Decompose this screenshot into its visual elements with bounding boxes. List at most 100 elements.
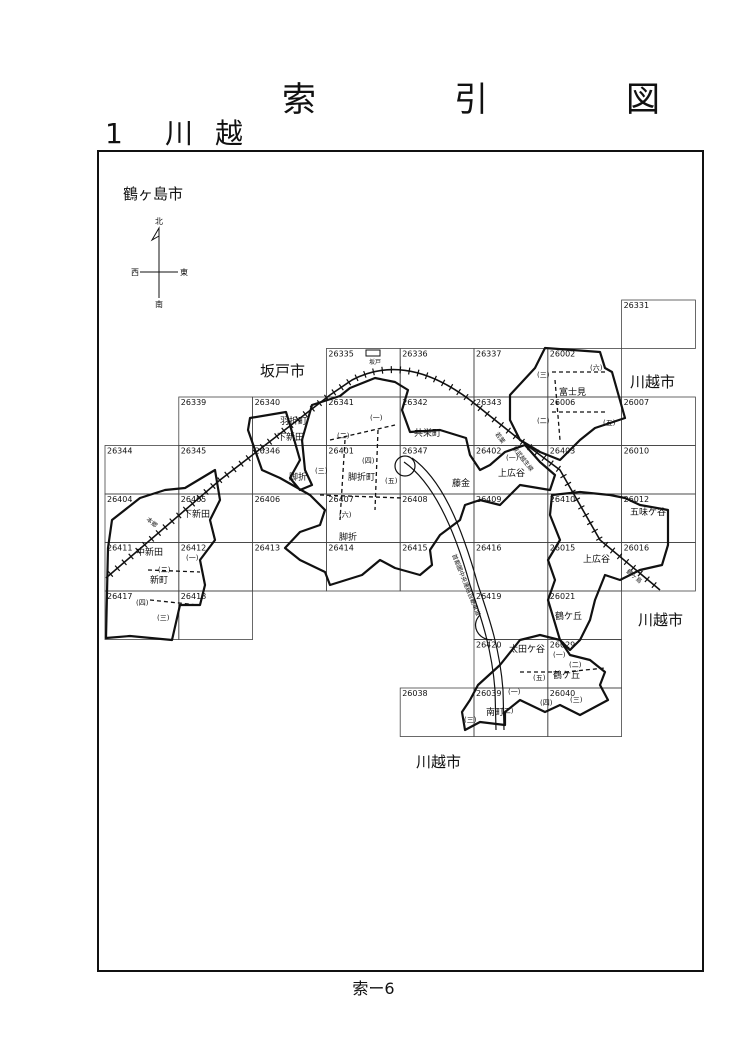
compass-south: 南 [155,299,163,309]
page-footer: 索ー6 [352,979,395,998]
boundary-east [546,490,670,652]
sheet-number: 26419 [476,592,501,601]
sheet-number: 26418 [181,592,206,601]
neighbor-city-kawagoe-e: 川越市 [638,611,683,629]
sheet-number: 26405 [181,495,206,504]
district-num: (二) [158,566,171,574]
sheet-number: 26404 [107,495,132,504]
station-label: 若葉 [493,431,506,445]
district-num: (一) [506,454,519,462]
sheet-number: 26012 [624,495,649,504]
neighbor-city-sakado: 坂戸市 [260,362,305,380]
sheet-number: 26038 [402,689,427,698]
sheet-number: 26401 [328,447,353,456]
station-label: 本郷 [145,515,159,529]
area-label: 五味ケ谷 [630,506,666,518]
district-num: (四) [540,699,553,707]
district-num: (二) [501,707,514,715]
district-num: (一) [508,688,521,696]
sheet-number: 26007 [624,398,649,407]
railway-tick-marks [107,366,657,589]
area-label: 脚折町 [348,471,375,483]
map-frame [97,150,704,972]
neighbor-city-kawagoe-ne: 川越市 [630,373,675,391]
boundary-northwest [246,376,557,587]
sheet-number: 26345 [181,447,206,456]
neighbor-city-kawagoe-s: 川越市 [416,753,461,771]
sheet-number: 26346 [255,447,280,456]
sheet-number: 26335 [328,350,353,359]
district-num: (三) [464,716,477,724]
sheet-number: 26402 [476,447,501,456]
page-title: 索 引 図 [282,80,712,120]
sheet-grid [104,299,696,737]
expressway [394,455,505,731]
sheet-number: 26016 [624,544,649,553]
sakado-station-icon [365,349,381,357]
section-name: 川越 [165,117,266,150]
sheet-number: 26403 [550,447,575,456]
area-label: 鶴ケ丘 [553,669,580,681]
railway-east-west [105,368,661,591]
station-label: 坂戸 [369,358,381,366]
map-sheet-26040 [547,687,622,737]
sheet-number: 26339 [181,398,206,407]
sheet-number: 26039 [476,689,501,698]
sheet-number: 26413 [255,544,280,553]
sheet-number: 26006 [550,398,575,407]
sheet-number: 26344 [107,447,132,456]
sheet-number: 26408 [402,495,427,504]
map-sheet-26418 [178,590,254,640]
sheet-number: 26331 [624,301,649,310]
sheet-number: 26337 [476,350,501,359]
sheet-number: 26409 [476,495,501,504]
area-label: 太田ケ谷 [509,643,545,655]
area-label: 鶴ケ丘 [555,610,582,622]
district-num: (三) [570,696,583,704]
sheet-number: 26417 [107,592,132,601]
district-num: (一) [370,414,383,422]
sheet-number: 26411 [107,544,132,553]
district-num: (五) [603,419,616,427]
sheet-number: 26336 [402,350,427,359]
sheet-number: 26347 [402,447,427,456]
sheet-number: 26010 [624,447,649,456]
area-label: 羽折町 [280,415,307,427]
boundary-south [460,633,610,732]
district-num: (三) [537,371,550,379]
compass-north: 北 [155,217,163,226]
area-label: 上広谷 [583,553,610,565]
compass-east: 東 [180,267,188,277]
district-num: (六) [590,363,603,372]
district-num: (三) [157,614,170,622]
area-label: 脚折 [289,471,307,483]
sheet-number: 26002 [550,350,575,359]
sheet-number: 26040 [550,689,575,698]
sheet-number: 26341 [328,398,353,407]
sheet-number: 26342 [402,398,427,407]
area-label: 下新田 [277,431,304,443]
compass-rose [140,226,178,298]
sheet-number: 26412 [181,544,206,553]
sheet-number: 26015 [550,544,575,553]
area-label: 上広谷 [498,467,525,479]
district-num: (二) [337,432,350,440]
sheet-number: 26406 [255,495,280,504]
area-label: 共栄町 [414,427,441,439]
sheet-number: 26415 [402,544,427,553]
map-sheet-26016 [621,542,696,592]
sheet-number: 26410 [550,495,575,504]
district-dividers [147,371,606,673]
district-num: (六) [339,510,352,519]
district-num: (四) [362,457,375,465]
map-self-label: 鶴ヶ島市 [123,185,183,203]
railways [105,366,661,591]
area-label: 脚折 [339,531,357,543]
area-label: 南町 [486,706,504,718]
sheet-number: 26416 [476,544,501,553]
map-sheet-26331 [621,299,696,349]
district-num: (四) [136,599,149,607]
sheet-number: 26414 [328,544,353,553]
